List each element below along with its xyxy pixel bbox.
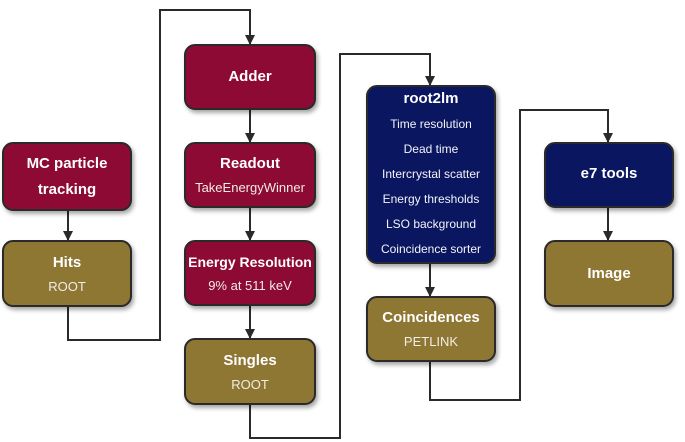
node-root2lm-title: root2lm bbox=[403, 89, 459, 107]
node-adder: Adder bbox=[184, 44, 316, 110]
node-coincidences-title: Coincidences bbox=[382, 309, 480, 326]
node-mc-title-line-1: MC particle bbox=[26, 154, 108, 172]
node-hits: Hits ROOT bbox=[2, 240, 132, 307]
node-energy-sub: 9% at 511 keV bbox=[208, 278, 292, 293]
node-singles-sub: ROOT bbox=[231, 376, 269, 392]
root2lm-item: Time resolution bbox=[390, 116, 472, 131]
node-mc-particle-tracking: MC particle tracking bbox=[2, 142, 132, 211]
node-singles: Singles ROOT bbox=[184, 338, 316, 405]
node-coincidences: Coincidences PETLINK bbox=[366, 296, 496, 362]
node-readout: Readout TakeEnergyWinner bbox=[184, 142, 316, 208]
node-e7-tools: e7 tools bbox=[544, 142, 674, 208]
node-coincidences-sub: PETLINK bbox=[403, 334, 459, 349]
node-e7-title: e7 tools bbox=[580, 165, 638, 182]
node-image: Image bbox=[544, 240, 674, 307]
root2lm-item: Dead time bbox=[403, 141, 459, 156]
node-mc-title-line-2: tracking bbox=[37, 180, 97, 198]
node-readout-sub: TakeEnergyWinner bbox=[195, 180, 305, 195]
node-hits-sub: ROOT bbox=[48, 278, 86, 294]
connector-singles-to-root2lm bbox=[249, 53, 435, 439]
node-adder-title: Adder bbox=[228, 68, 272, 85]
connector-coincidences-to-e7 bbox=[429, 109, 613, 401]
node-readout-title: Readout bbox=[220, 155, 280, 172]
node-image-title: Image bbox=[587, 264, 631, 282]
root2lm-item: Intercrystal scatter bbox=[381, 166, 481, 181]
connector-hits-to-adder bbox=[67, 9, 255, 341]
node-singles-title: Singles bbox=[223, 351, 277, 369]
node-root2lm: root2lm Time resolution Dead time Interc… bbox=[366, 85, 496, 264]
node-energy-resolution: Energy Resolution 9% at 511 keV bbox=[184, 240, 316, 306]
node-energy-title: Energy Resolution bbox=[188, 254, 312, 270]
node-hits-title: Hits bbox=[52, 253, 82, 271]
root2lm-item: Energy thresholds bbox=[382, 191, 480, 206]
root2lm-item: LSO background bbox=[385, 216, 477, 231]
root2lm-item: Coincidence sorter bbox=[380, 241, 482, 256]
